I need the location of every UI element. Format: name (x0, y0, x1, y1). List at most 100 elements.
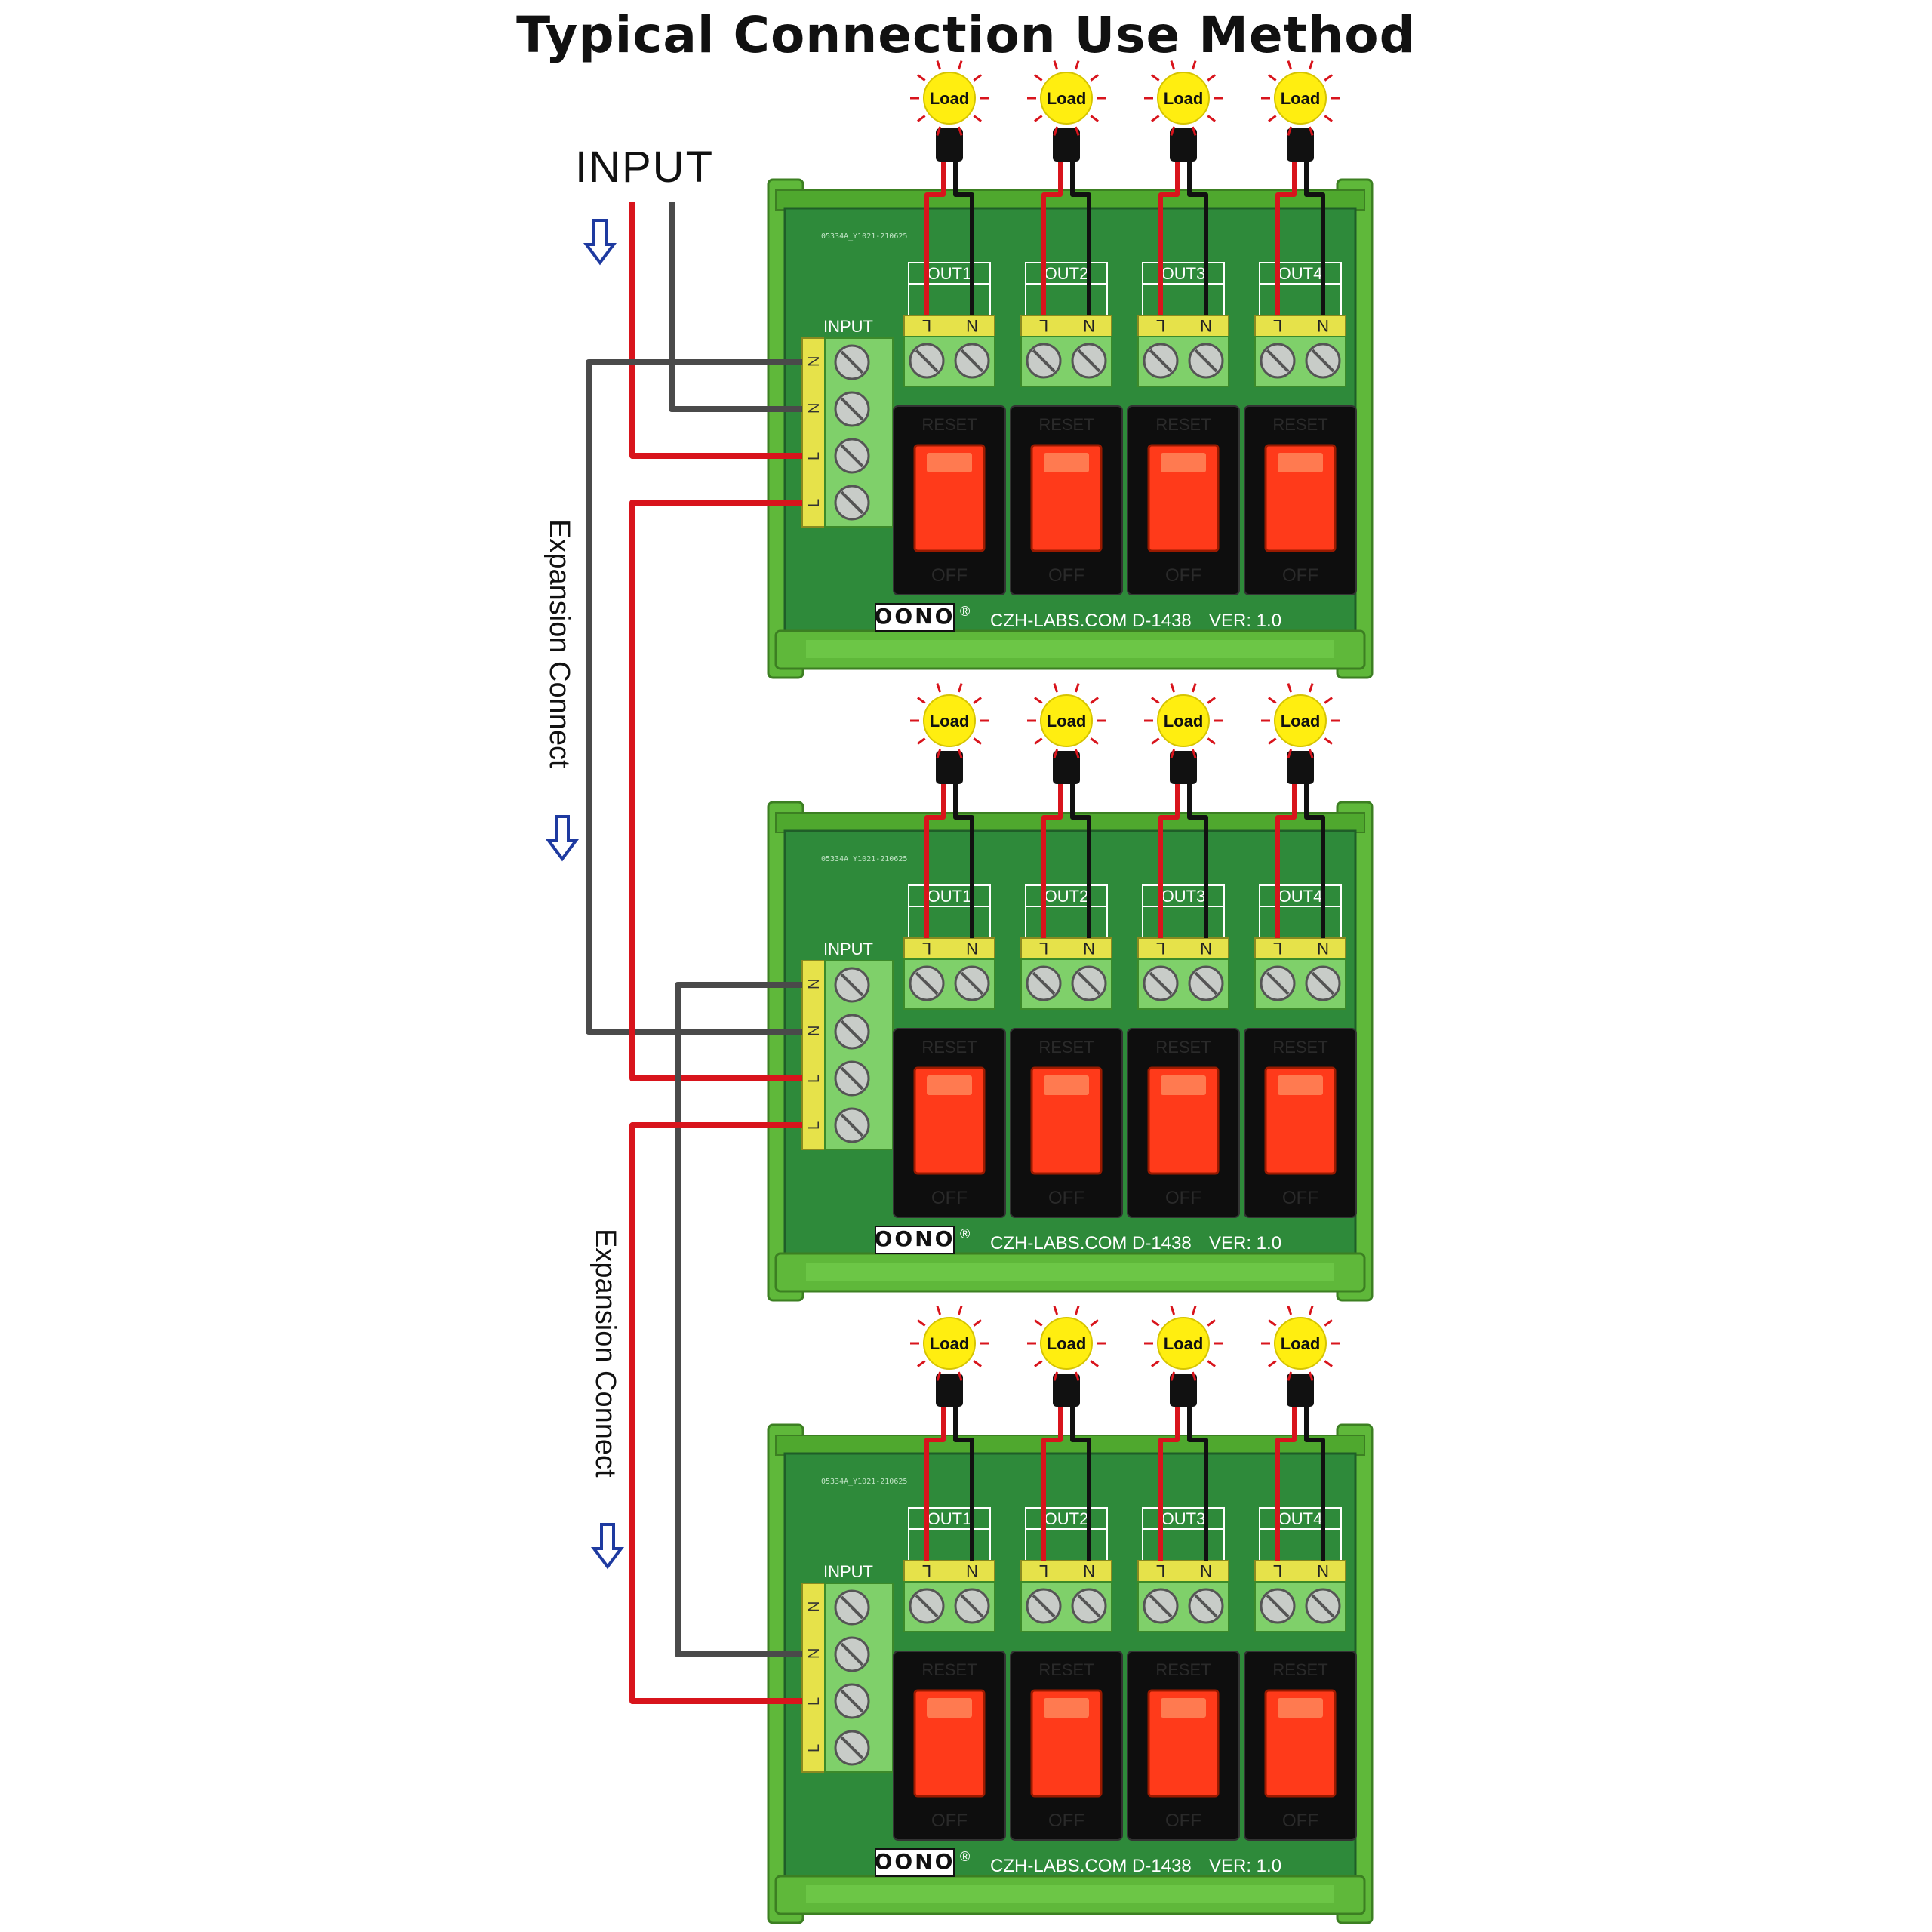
screw-slot (1149, 349, 1173, 373)
load-wire-l (924, 160, 946, 315)
bulb-base (1053, 1374, 1080, 1407)
output-terminal-yellow (1137, 315, 1229, 337)
screw-slot (1149, 971, 1173, 995)
bulb-base (936, 751, 963, 784)
output-terminal-yellow (903, 315, 995, 337)
switch-highlight (1044, 1698, 1089, 1718)
load-label: Load (1281, 1334, 1321, 1353)
oono-logo-box (875, 1226, 955, 1254)
bulb-ray (1090, 74, 1099, 82)
input-terminal-label: N (806, 979, 823, 989)
screw-slot (915, 971, 939, 995)
bulb-ray (1287, 1306, 1293, 1315)
output-label-1: OUT1 (928, 1509, 972, 1528)
bulb-ray (1308, 60, 1314, 70)
bulb-ray (1170, 1306, 1176, 1315)
screw-slot (1311, 971, 1335, 995)
bulb-ray (1268, 115, 1277, 122)
input-terminal-yellow (801, 960, 826, 1150)
screw-slot (840, 1066, 864, 1091)
screw-slot (840, 491, 864, 515)
load-wire-l (1275, 783, 1297, 938)
bulb-ray (917, 74, 926, 82)
output-terminal-label: N (966, 939, 978, 958)
screw-slot (840, 350, 864, 374)
output-label-1: OUT1 (928, 887, 972, 906)
screw-slot (1266, 1594, 1290, 1618)
input-label: INPUT (575, 143, 714, 192)
switch-off-label: OFF (931, 565, 968, 586)
load-label: Load (1164, 89, 1204, 108)
screw-slot (840, 1689, 864, 1713)
bulb-ray (1207, 1360, 1216, 1367)
output-terminal-label: L (1156, 316, 1165, 335)
input-wire-l (629, 202, 802, 459)
switch-highlight (927, 1698, 972, 1718)
bulb-ray (1287, 749, 1293, 758)
bulb-ray (1287, 126, 1293, 136)
bulb-ray (1170, 1371, 1176, 1381)
pcb-code: 05334A_Y1021-210625 (821, 855, 907, 863)
output-terminal-label: L (1039, 316, 1048, 335)
bulb-ray (1308, 1306, 1314, 1315)
bulb-base (1170, 751, 1197, 784)
switch-highlight (1278, 1075, 1323, 1095)
bulb-ray (973, 737, 982, 745)
bulb-ray (1151, 1360, 1160, 1367)
screw-slot (1077, 349, 1101, 373)
output-label-2: OUT2 (1044, 887, 1089, 906)
input-wire-n (669, 202, 802, 412)
oono-logo: OONO (875, 1849, 955, 1874)
load-wire-n (1304, 783, 1325, 938)
switch-reset-label: RESET (1155, 415, 1211, 434)
bulb-ray (1034, 1360, 1043, 1367)
website-label: CZH-LABS.COM (990, 1856, 1127, 1876)
load-wire-n (1304, 1405, 1325, 1561)
bulb-ray (1324, 1319, 1333, 1327)
version-label: VER: 1.0 (1209, 1233, 1281, 1254)
load-label: Load (1047, 89, 1087, 108)
bulb-ray (973, 1360, 982, 1367)
bulb-ray (917, 737, 926, 745)
output-terminal-label: L (1273, 316, 1282, 335)
bulb-ray (1034, 697, 1043, 704)
load-bulb-icon (1274, 1317, 1327, 1370)
pcb-code: 05334A_Y1021-210625 (821, 1478, 907, 1486)
bulb-ray (1191, 1306, 1197, 1315)
switch-reset-label: RESET (921, 1660, 977, 1679)
load-bulb-icon (1274, 694, 1327, 747)
output-label-4: OUT4 (1278, 887, 1323, 906)
version-label: VER: 1.0 (1209, 1856, 1281, 1876)
output-terminal-yellow (1020, 1560, 1112, 1583)
bulb-ray (1090, 737, 1099, 745)
load-bulb-icon (923, 694, 976, 747)
load-bulb-icon (1157, 72, 1210, 125)
bulb-ray (957, 1371, 963, 1381)
switch-off-label: OFF (1048, 1188, 1084, 1208)
bulb-ray (1053, 683, 1059, 693)
screw-slot (1266, 349, 1290, 373)
bulb-base (1287, 751, 1314, 784)
input-block-label: INPUT (823, 1562, 873, 1581)
bulb-ray (1034, 737, 1043, 745)
version-label: VER: 1.0 (1209, 611, 1281, 631)
bottom-rail-inner (806, 1263, 1334, 1281)
output-terminal-label: L (1273, 939, 1282, 958)
switch-reset-label: RESET (1038, 415, 1094, 434)
bulb-ray (957, 1306, 963, 1315)
bulb-ray (1074, 1306, 1080, 1315)
load-wire-n (1304, 160, 1325, 315)
load-wire-l (1041, 783, 1063, 938)
bulb-ray (1308, 1371, 1314, 1381)
expansion-wire-n-1 (586, 359, 802, 1035)
input-block-label: INPUT (823, 317, 873, 336)
switch-reset-label: RESET (1155, 1660, 1211, 1679)
output-terminal-yellow (1020, 937, 1112, 960)
output-terminal-yellow (1020, 315, 1112, 337)
switch-off-label: OFF (1165, 565, 1201, 586)
screw-slot (1194, 971, 1218, 995)
switch-off-label: OFF (1165, 1188, 1201, 1208)
bulb-ray (1151, 74, 1160, 82)
screw-slot (1266, 971, 1290, 995)
bulb-ray (1207, 697, 1216, 704)
